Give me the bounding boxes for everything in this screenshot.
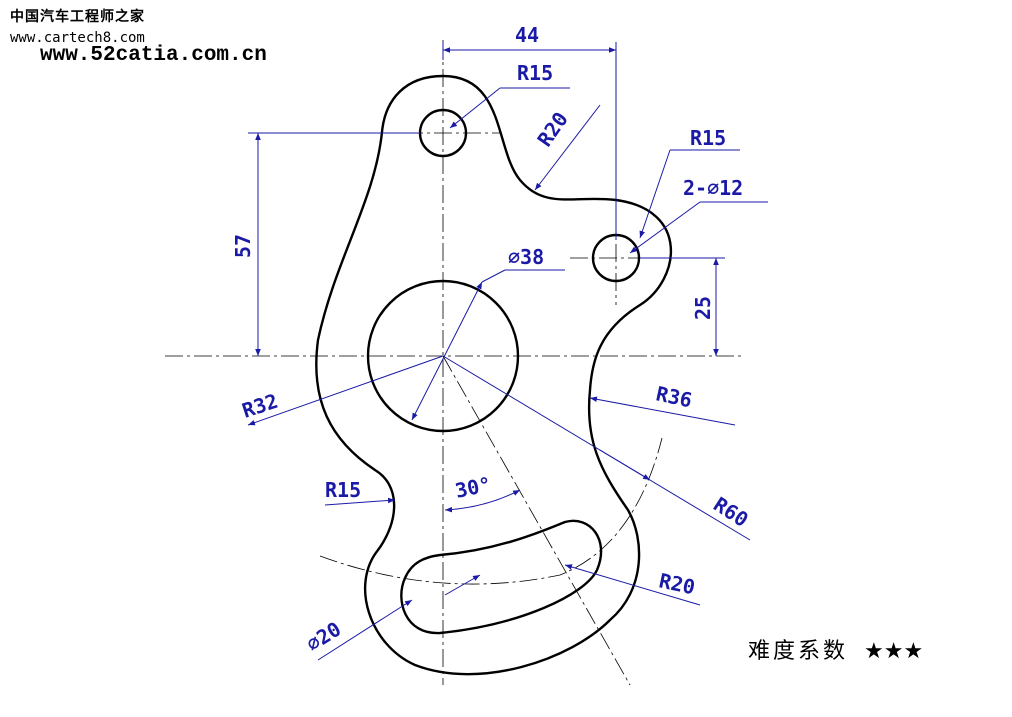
dim-57: 57 (231, 234, 255, 258)
dim-2-holes: 2-∅12 (683, 176, 743, 200)
watermark-site-url: www.cartech8.com (10, 30, 145, 46)
dim-r15-left: R15 (325, 478, 361, 502)
dim-r20-bottom: R20 (657, 568, 697, 599)
dim-30-degree: 30° (453, 472, 493, 503)
arc-slot (400, 519, 603, 635)
difficulty-stars: ★★★ (864, 639, 924, 664)
dim-r15-right: R15 (690, 126, 726, 150)
dim-r60: R60 (709, 492, 752, 532)
dim-r20-top: R20 (532, 108, 572, 151)
angled-centerline (442, 355, 631, 686)
dim-44: 44 (515, 23, 539, 47)
watermark-catia-url: www.52catia.com.cn (40, 44, 267, 67)
dim-phi20: ∅20 (302, 617, 345, 656)
r60-arc-centerline (319, 437, 663, 585)
dimension-lines (247, 42, 768, 661)
difficulty-label: 难度系数 (748, 639, 849, 664)
dim-r15-top: R15 (517, 61, 553, 85)
part-outline (315, 74, 672, 676)
dim-r32: R32 (239, 389, 281, 423)
dim-25: 25 (691, 296, 715, 320)
difficulty-rating: 难度系数 ★★★ (748, 633, 923, 665)
dim-phi38: ∅38 (508, 245, 544, 269)
dim-r36: R36 (654, 381, 694, 412)
center-large-hole (366, 279, 520, 433)
watermark-site-cn: 中国汽车工程师之家 (10, 9, 145, 25)
